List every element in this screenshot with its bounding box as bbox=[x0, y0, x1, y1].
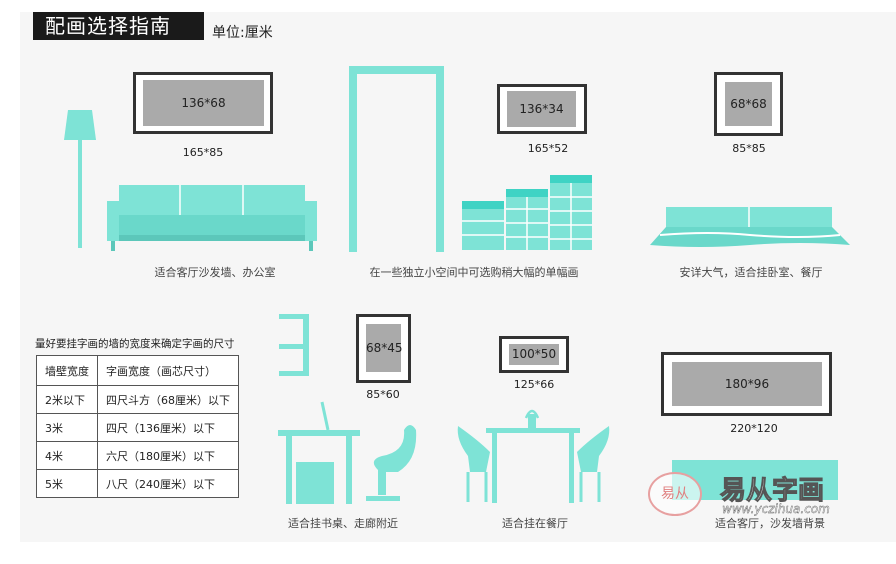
frame-size-label: 220*120 bbox=[730, 422, 778, 435]
scene-caption: 适合挂在餐厅 bbox=[502, 517, 568, 530]
door-frame-icon bbox=[349, 66, 444, 252]
table-row: 3米 四尺（136厘米）以下 bbox=[36, 413, 239, 442]
painting-art: 100*50 bbox=[509, 344, 559, 365]
table-title: 量好要挂字画的墙的宽度来确定字画的尺寸 bbox=[35, 338, 235, 350]
table-cell: 四尺斗方（68厘米）以下 bbox=[97, 385, 239, 414]
scene-caption: 适合客厅，沙发墙背景 bbox=[715, 517, 825, 530]
page-title: 配画选择指南 bbox=[33, 12, 204, 40]
dresser-icon bbox=[460, 175, 594, 250]
table-cell: 2米以下 bbox=[36, 385, 98, 414]
seal-logo: 易从 bbox=[648, 472, 702, 516]
painting-art: 136*34 bbox=[507, 91, 576, 127]
unit-label: 单位:厘米 bbox=[212, 25, 273, 41]
table-cell: 3米 bbox=[36, 413, 98, 442]
painting-art: 68*45 bbox=[366, 324, 403, 372]
frame-size-label: 85*60 bbox=[366, 388, 400, 401]
scene-caption: 适合挂书桌、走廊附近 bbox=[288, 517, 398, 530]
brand-name: 易从字画 bbox=[720, 476, 825, 507]
frame-size-label: 85*85 bbox=[732, 142, 766, 155]
table-cell: 六尺（180厘米）以下 bbox=[97, 441, 239, 470]
painting-art: 180*96 bbox=[672, 362, 822, 406]
wall-shelf-icon bbox=[279, 314, 309, 376]
table-row: 4米 六尺（180厘米）以下 bbox=[36, 441, 239, 470]
table-header-row: 墙壁宽度 字画宽度（画芯尺寸） bbox=[36, 355, 239, 386]
table-cell: 四尺（136厘米）以下 bbox=[97, 413, 239, 442]
painting-art: 136*68 bbox=[143, 80, 264, 126]
table-cell: 5米 bbox=[36, 469, 98, 498]
size-guide-table: 墙壁宽度 字画宽度（画芯尺寸） 2米以下 四尺斗方（68厘米）以下 3米 四尺（… bbox=[36, 355, 239, 498]
table-row: 5米 八尺（240厘米）以下 bbox=[36, 469, 239, 498]
desk-chair-icon bbox=[278, 400, 428, 505]
table-cell: 八尺（240厘米）以下 bbox=[97, 469, 239, 498]
table-row: 2米以下 四尺斗方（68厘米）以下 bbox=[36, 385, 239, 414]
column-header: 墙壁宽度 bbox=[36, 355, 98, 386]
dining-set-icon bbox=[456, 396, 611, 504]
scene-caption: 适合客厅沙发墙、办公室 bbox=[154, 266, 276, 279]
table-cell: 4米 bbox=[36, 441, 98, 470]
scene-caption: 安详大气，适合挂卧室、餐厅 bbox=[679, 266, 823, 279]
column-header: 字画宽度（画芯尺寸） bbox=[97, 355, 239, 386]
frame-size-label: 165*52 bbox=[527, 142, 569, 155]
sofa-icon bbox=[107, 185, 317, 252]
frame-size-label: 125*66 bbox=[513, 378, 555, 391]
scene-caption: 在一些独立小空间中可选购稍大幅的单幅画 bbox=[369, 266, 579, 279]
frame-size-label: 165*85 bbox=[182, 146, 224, 159]
painting-art: 68*68 bbox=[725, 82, 772, 126]
bed-icon bbox=[650, 205, 850, 253]
brand-url: www.yczihua.com bbox=[722, 502, 830, 516]
floor-lamp-icon bbox=[62, 110, 102, 250]
